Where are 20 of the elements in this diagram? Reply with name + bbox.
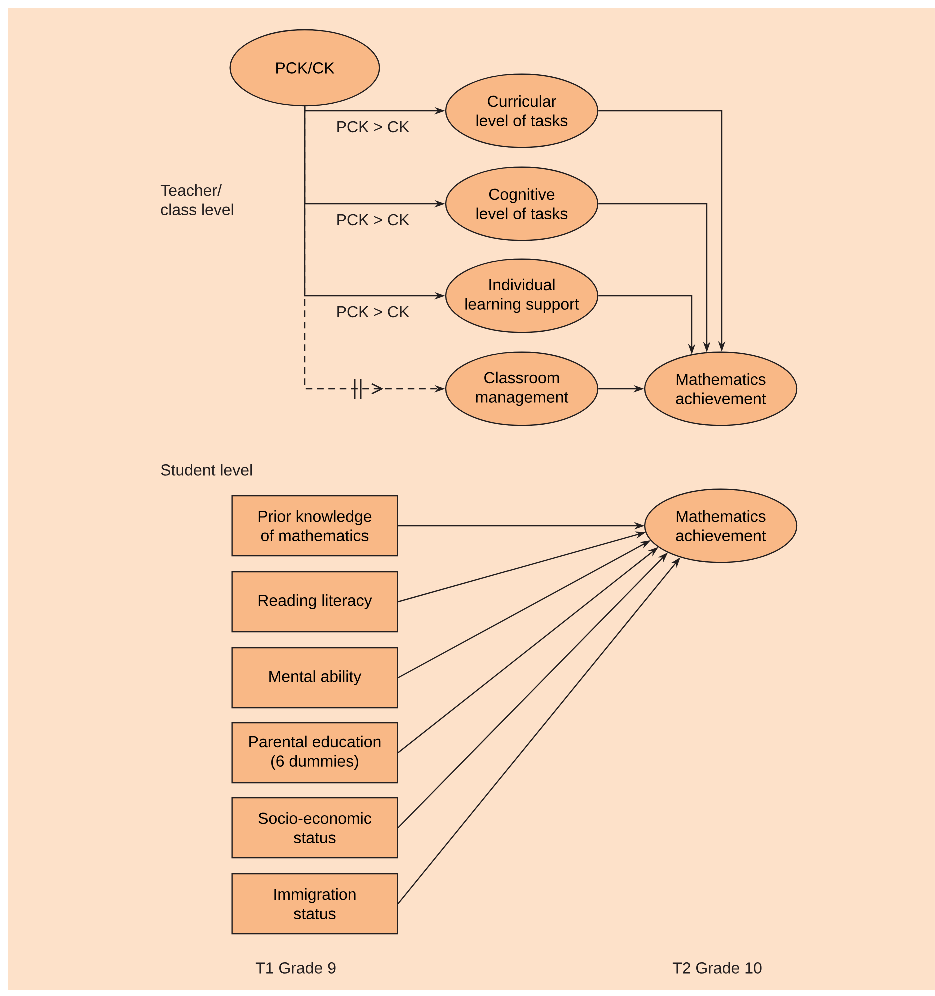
edge-label: PCK > CK (338, 214, 410, 226)
oval-node: Cognitive level of tasks (445, 166, 599, 242)
edge-label: PCK > CK (338, 121, 410, 133)
oval-node: Classroom management (445, 352, 599, 426)
oval-node: Mathematics achievement (644, 352, 798, 426)
level-label: Student level (161, 464, 252, 476)
level-label: T1 Grade 9 (256, 962, 336, 974)
factor-box: Socio-economic status (232, 797, 398, 859)
factor-box: Immigration status (232, 873, 398, 935)
edge-label: PCK > CK (338, 306, 410, 318)
factor-box: Prior knowledge of mathematics (232, 495, 398, 557)
level-label: Teacher/ class level (160, 184, 234, 216)
oval-node: Individual learning support (445, 258, 599, 334)
oval-node: PCK/CK (230, 29, 380, 107)
factor-box: Parental education (6 dummies) (232, 722, 398, 784)
level-label: T2 Grade 10 (672, 962, 762, 974)
factor-box: Reading literacy (232, 571, 398, 633)
oval-node: Mathematics achievement (644, 488, 798, 564)
factor-box: Mental ability (232, 647, 398, 709)
oval-node: Curricular level of tasks (445, 74, 599, 148)
